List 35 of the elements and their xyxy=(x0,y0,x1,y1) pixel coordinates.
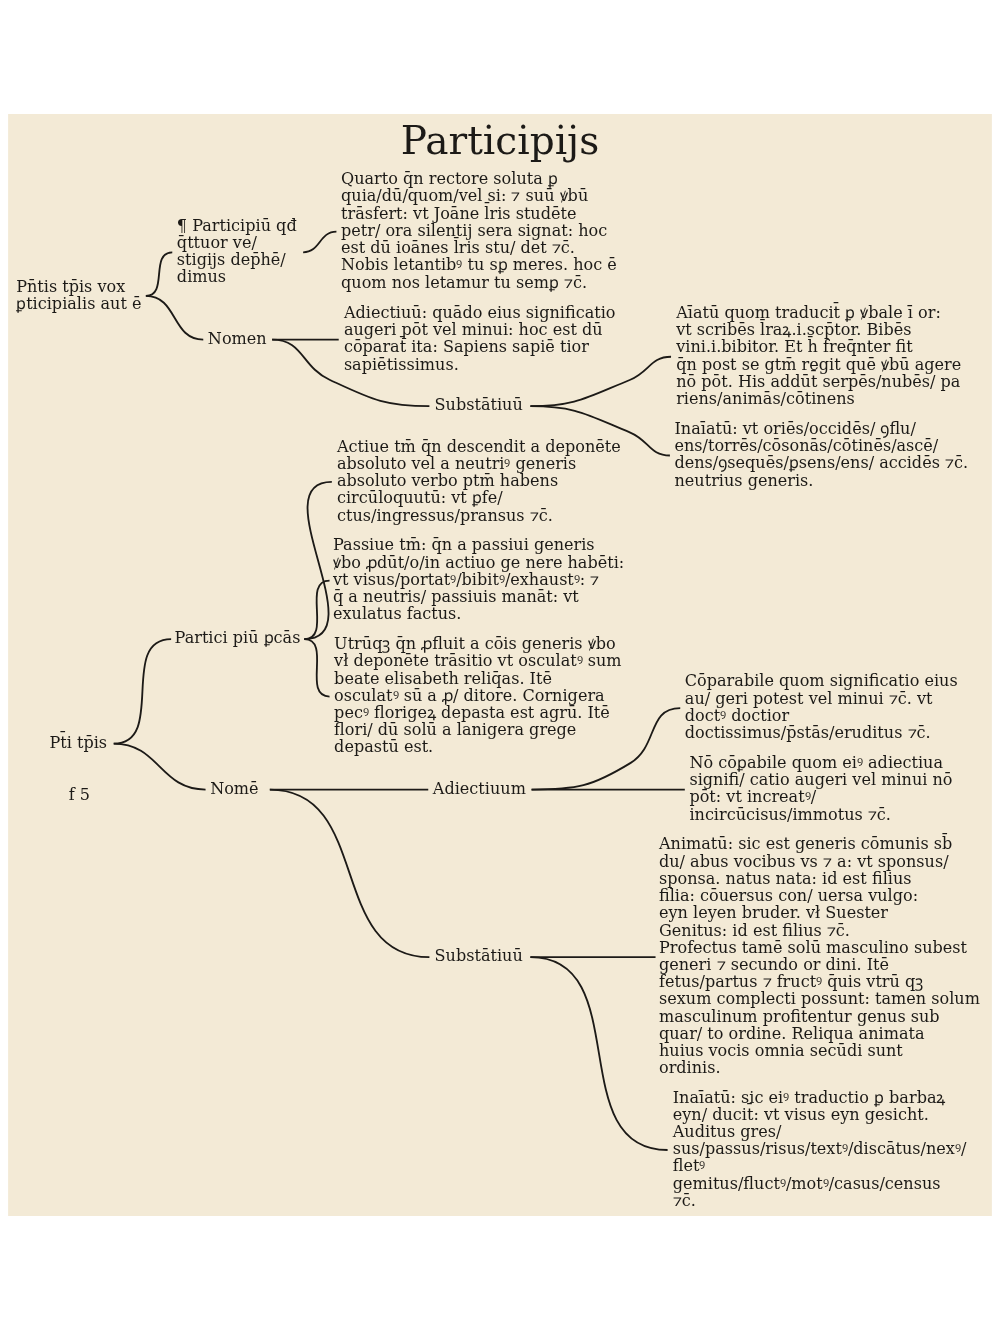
connector xyxy=(268,788,430,790)
node-text: Cōparabile quom significatio eius au/ geri potest vel minui ⁊c̄. vt doctꝰ doctior doctissimus/p̄stās/eruditus ⁊c̄. xyxy=(684,670,958,742)
node-text: Nō cōꝑabile quom eiꝰ adiectiua signifi/ catio augeri vel minui nō pōt: vt increatꝰ/ incircūcisus/immotus ⁊c̄. xyxy=(689,752,953,824)
node-text: Quarto q̄n rectore soluta ꝑ quia/dū/quom/vel si: ⁊ suū ꝟbū trāsfert: vt Joāne l̄ris studēte petr/ ora silentij sera signat: hoc est dū ioānes l̄ris stu/ det ⁊c̄. Nobis letantibꝰ tu sꝑ meres. hoc ē quom nos letamur tu semꝑ ⁊c̄. xyxy=(341,168,617,292)
node-text: Pn̄tis tp̄is vox ꝑticipialis aut ē xyxy=(16,276,142,313)
diagram-title: Participijs xyxy=(400,117,600,163)
node-text: Passiue tm̄: q̄n a passiui generis ꝟbo ꝓdūt/o/in actiuo ge nere habēti: vt visus/portatꝰ/bibitꝰ/exhaustꝰ: ⁊ q̄ a neutris/ passiuis manāt: vt exulatus factus. xyxy=(332,534,625,623)
connector xyxy=(144,250,174,297)
connector xyxy=(529,955,669,1151)
node-text: Aīatū quom traducit̄ ꝑ ꝟbale ī or: vt scribēs l̄raꝝ.i.scp̄tor. Bibēs vini.i.bibitor. Et h̄ freq̄nter fit q̄n post se gtm̄ regit quē ꝟbū agere nō pōt. His addūt̄ serpēs/nubēs/ pa riens/animās/cōtinens xyxy=(676,302,962,408)
connector xyxy=(303,480,333,640)
node-text: Pt̄i tp̄is xyxy=(49,732,108,752)
connector xyxy=(302,230,338,253)
connector xyxy=(271,338,431,407)
node-text: Inaīatū: vt oriēs/occidēs/ ꝯflu/ ens/torrēs/cōsonās/cōtinēs/ascē/ dens/ꝯsequēs/ꝑsens/ens/ accidēs ⁊c̄. neutrius generis. xyxy=(674,418,969,490)
node-text: Nomen xyxy=(207,328,267,348)
node-text: ¶ Participiū qđ q̄ttuor ve/ stigijs dep̄hē/ dimus xyxy=(176,215,297,286)
node-text: Partici piū ꝑcās xyxy=(174,627,301,647)
node-text: Utrūqꝫ q̄n ꝓfluit a cōis generis ꝟbo vł deponēte trāsitio vt osculatꝰ sum beate elisabeth reliq̄as. Itē osculatꝰ sū a ꝓ/ ditore. Cornigera pecꝰ florigeꝝ depasta est agrū. Itē flori/ dū solū a lanigera grege depastū est. xyxy=(334,633,622,756)
connector xyxy=(529,355,672,407)
node-text: Substātiuū xyxy=(434,945,523,965)
node-text: Adiectiuum xyxy=(432,778,526,798)
connector xyxy=(112,637,173,745)
connector xyxy=(271,338,340,340)
connector xyxy=(529,955,657,958)
node-text: Inaīatū: sic eiꝰ traductio ꝑ barbaꝝ eyn/ ducit̄: vt visus eyn gesicht. Auditus gres/ sus/passus/risus/textꝰ/discātus/nexꝰ/ fletꝰ gemitus/fluctꝰ/motꝰ/casus/census ⁊c̄. xyxy=(672,1087,967,1210)
node-text: Actiue tm̄ q̄n descendit a deponēte absoluto vel a neutriꝰ generis absoluto verbo ptm̄ habens circūloquutū: vt ꝑfe/ ctus/ingressus/pransus ⁊c̄. xyxy=(337,436,621,525)
node-text: Substātiuū xyxy=(434,394,523,414)
connector xyxy=(112,742,207,790)
connector xyxy=(530,706,682,790)
node-text: Nomē xyxy=(210,778,259,798)
label: f 5 xyxy=(68,784,90,804)
connector xyxy=(268,788,431,958)
node-text: Adiectiuū: quādo eius significatio augeri pōt vel minui: hoc est dū cōparat̄ ita: Sapiens sapiē tior sapiētissimus. xyxy=(343,302,616,374)
node-text: Animatū: sic est generis cōmunis sb̄ du/ abus vocibus vs ⁊ a: vt sponsus/ sponsa. natus nata: id est filius filia: cōuersus con/ uersa vulgo: eyn leyen bruder. vł Suester Genitus: id est filius ⁊c̄. Profectus tamē solū masculino subest generi ⁊ secundo or dini. Itē fetus/partus ⁊ fructꝰ q̄uis vtrū qꝫ sexum complecti possunt: tamen solum masculinum profitentur genus sub quar/ to ordine. Reliqua animata huius vocis omnia secūdi sunt ordinis. xyxy=(658,833,980,1077)
